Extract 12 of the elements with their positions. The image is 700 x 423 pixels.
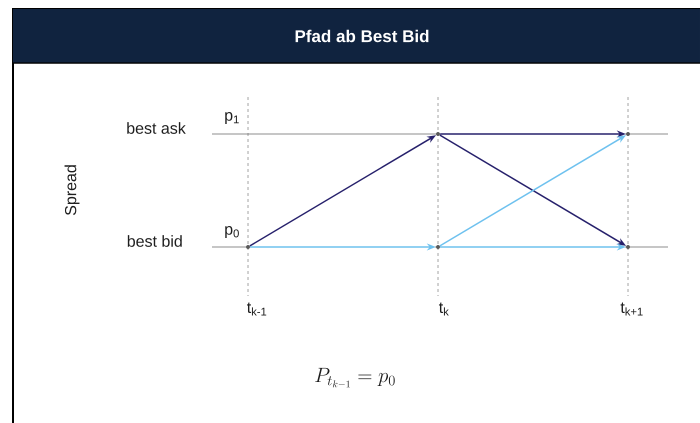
path-point — [626, 132, 630, 136]
header-bar: Pfad ab Best Bid — [13, 9, 700, 63]
price-label: p$_{1}$ — [225, 112, 239, 124]
axis-label: best ask — [127, 122, 186, 134]
axis-label: best bid — [128, 235, 182, 247]
path-point — [246, 245, 250, 249]
time-label: t$_{k-1}$ — [247, 302, 266, 316]
path-point — [436, 245, 440, 249]
path-point — [436, 132, 440, 136]
path-point — [626, 245, 630, 249]
formula: $P_{t_{k-1}} = p_0$ — [315, 368, 395, 388]
axis-label: Spread — [64, 165, 80, 216]
